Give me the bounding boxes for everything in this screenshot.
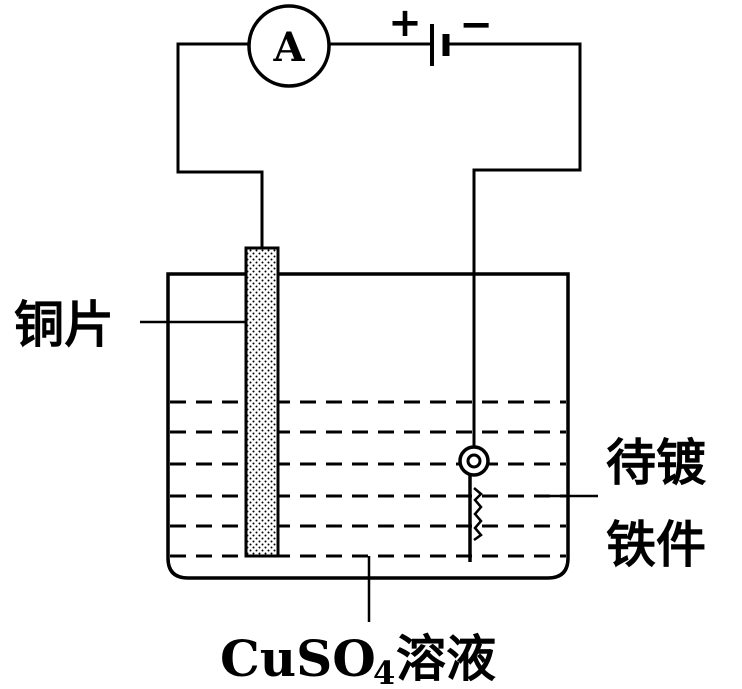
iron-part — [458, 445, 490, 562]
solution-formula: CuSO — [220, 629, 376, 688]
ammeter: A — [247, 4, 331, 88]
solution-subscript: 4 — [373, 654, 395, 689]
battery: + − — [388, 0, 493, 66]
circuit-wire-left — [176, 42, 264, 248]
beaker — [166, 272, 570, 580]
iron-part-label-line2: 铁件 — [606, 516, 706, 574]
ammeter-symbol: A — [272, 24, 305, 71]
solution-surface — [170, 400, 566, 558]
solution-label: CuSO 4 溶液 — [220, 629, 496, 689]
circuit-wire-right — [448, 42, 582, 448]
copper-plate — [244, 246, 280, 558]
battery-positive-sign: + — [388, 0, 422, 46]
battery-negative-sign: − — [459, 2, 493, 48]
solution-suffix: 溶液 — [396, 630, 496, 688]
copper-plate-label: 铜片 — [14, 296, 114, 354]
iron-part-label-line1: 待镀 — [606, 434, 707, 492]
